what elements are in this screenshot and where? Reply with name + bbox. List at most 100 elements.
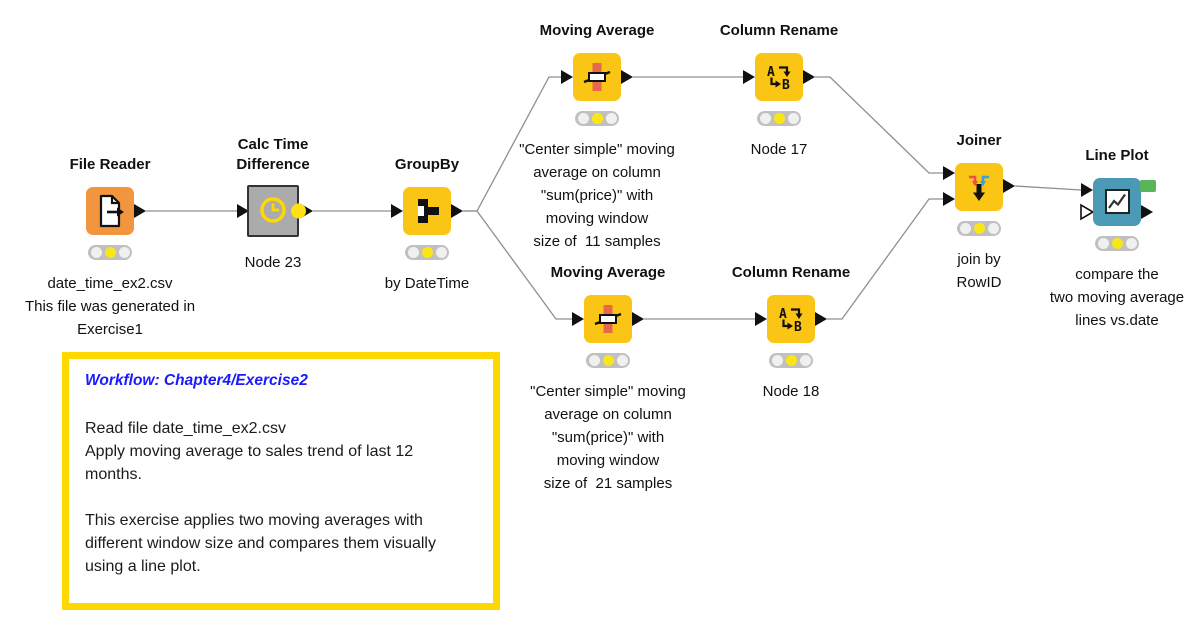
colrename2-output-port[interactable] xyxy=(815,312,827,326)
filereader-output-port[interactable] xyxy=(134,204,146,218)
annotation-title: Workflow: Chapter4/Exercise2 xyxy=(85,372,308,389)
traffic-green xyxy=(435,247,447,258)
joiner-input-port-2[interactable] xyxy=(943,192,955,206)
traffic-green xyxy=(799,355,811,366)
connection-groupby-movingavg2[interactable] xyxy=(463,210,572,320)
traffic-red xyxy=(1097,238,1109,249)
node-moving-average-1: Moving Average "Center simple" moving av… xyxy=(519,22,675,250)
colrename2-input-port[interactable] xyxy=(755,312,767,326)
colrename1-input-port[interactable] xyxy=(743,70,755,84)
traffic-green xyxy=(787,113,799,124)
traffic-yellow xyxy=(785,355,797,366)
node-title: Joiner xyxy=(956,132,1002,149)
joiner-icon xyxy=(969,175,989,201)
node-column-rename-1: Column Rename A B Node 17 xyxy=(720,22,838,158)
node-file-reader: File Reader date_time_ex2.csv This file … xyxy=(25,156,195,338)
lineplot-input-port-1[interactable] xyxy=(1081,183,1093,197)
node-comment: Node 17 xyxy=(750,141,808,158)
node-comment: date_time_ex2.csv This file was generate… xyxy=(24,275,196,338)
node-calc-time-difference: Calc Time Difference Node 23 xyxy=(236,136,309,271)
joiner-output-port[interactable] xyxy=(1003,179,1015,193)
moving-average-node[interactable] xyxy=(573,53,621,101)
movingavg1-input-port[interactable] xyxy=(561,70,573,84)
connection-joiner-lineplot[interactable] xyxy=(1014,185,1082,191)
joiner-input-port-1[interactable] xyxy=(943,166,955,180)
moving-average-icon xyxy=(583,63,611,91)
traffic-light xyxy=(575,111,619,126)
column-rename-node[interactable]: A B xyxy=(755,53,803,101)
column-rename-icon: A B xyxy=(767,65,791,93)
traffic-yellow xyxy=(591,113,603,124)
workflow-annotation[interactable]: Workflow: Chapter4/Exercise2 Read file d… xyxy=(62,352,500,610)
traffic-green xyxy=(987,223,999,234)
file-document-icon xyxy=(99,194,124,228)
traffic-light xyxy=(757,111,801,126)
moving-average-node[interactable] xyxy=(584,295,632,343)
file-reader-node[interactable] xyxy=(86,187,134,235)
node-title: File Reader xyxy=(69,156,151,173)
moving-average-icon xyxy=(594,305,622,333)
node-title: Column Rename xyxy=(731,264,851,281)
traffic-yellow xyxy=(421,247,433,258)
node-column-rename-2: Column Rename A B Node 18 xyxy=(732,264,850,400)
node-moving-average-2: Moving Average "Center simple" moving av… xyxy=(530,264,686,492)
node-comment: compare the two moving average lines vs.… xyxy=(1049,266,1185,329)
calctime-input-port[interactable] xyxy=(237,204,249,218)
node-comment: "Center simple" moving average on column… xyxy=(530,383,686,492)
node-groupby: GroupBy by DateTime xyxy=(385,156,469,292)
node-title: Calc Time Difference xyxy=(236,136,310,173)
connection-colrename2-joiner[interactable] xyxy=(827,198,943,320)
node-comment: join by RowID xyxy=(956,251,1002,291)
traffic-light xyxy=(769,353,813,368)
node-comment: "Center simple" moving average on column… xyxy=(519,141,675,250)
node-comment: Node 18 xyxy=(762,383,820,400)
groupby-output-port[interactable] xyxy=(451,204,463,218)
traffic-yellow xyxy=(602,355,614,366)
node-line-plot: Line Plot compare the two moving average… xyxy=(1050,147,1184,329)
groupby-input-port[interactable] xyxy=(391,204,403,218)
traffic-red xyxy=(90,247,102,258)
node-title: Column Rename xyxy=(719,22,839,39)
groupby-icon xyxy=(418,199,439,223)
traffic-yellow xyxy=(1111,238,1123,249)
traffic-green xyxy=(1125,238,1137,249)
line-chart-icon xyxy=(1105,189,1130,214)
traffic-yellow xyxy=(973,223,985,234)
lineplot-output-port[interactable] xyxy=(1141,205,1153,219)
column-rename-icon: A B xyxy=(779,307,803,335)
traffic-red xyxy=(577,113,589,124)
traffic-yellow xyxy=(104,247,116,258)
movingavg2-input-port[interactable] xyxy=(572,312,584,326)
view-output-tab[interactable] xyxy=(1140,180,1156,192)
traffic-green xyxy=(616,355,628,366)
lineplot-input-port-2-optional[interactable] xyxy=(1080,203,1095,221)
calc-time-difference-node[interactable] xyxy=(247,185,306,237)
node-comment: Node 23 xyxy=(244,254,302,271)
colrename1-output-port[interactable] xyxy=(803,70,815,84)
traffic-light xyxy=(88,245,132,260)
annotation-body: Read file date_time_ex2.csv Apply moving… xyxy=(85,420,436,575)
svg-text:A: A xyxy=(767,65,775,80)
svg-text:B: B xyxy=(794,320,802,335)
column-rename-node[interactable]: A B xyxy=(767,295,815,343)
line-plot-node[interactable] xyxy=(1093,178,1141,226)
traffic-red xyxy=(407,247,419,258)
groupby-node[interactable] xyxy=(403,187,451,235)
traffic-light xyxy=(1095,236,1139,251)
svg-text:B: B xyxy=(782,78,790,93)
movingavg1-output-port[interactable] xyxy=(621,70,633,84)
joiner-node[interactable] xyxy=(955,163,1003,211)
node-title: GroupBy xyxy=(394,156,460,173)
node-title: Line Plot xyxy=(1085,147,1149,164)
traffic-red xyxy=(759,113,771,124)
node-comment: by DateTime xyxy=(384,275,470,292)
connection-colrename1-joiner[interactable] xyxy=(815,76,943,174)
flow-variable-dot[interactable] xyxy=(291,203,306,219)
node-joiner: Joiner join by RowID xyxy=(955,132,1003,291)
traffic-green xyxy=(118,247,130,258)
traffic-yellow xyxy=(773,113,785,124)
movingavg2-output-port[interactable] xyxy=(632,312,644,326)
traffic-red xyxy=(588,355,600,366)
traffic-light xyxy=(586,353,630,368)
